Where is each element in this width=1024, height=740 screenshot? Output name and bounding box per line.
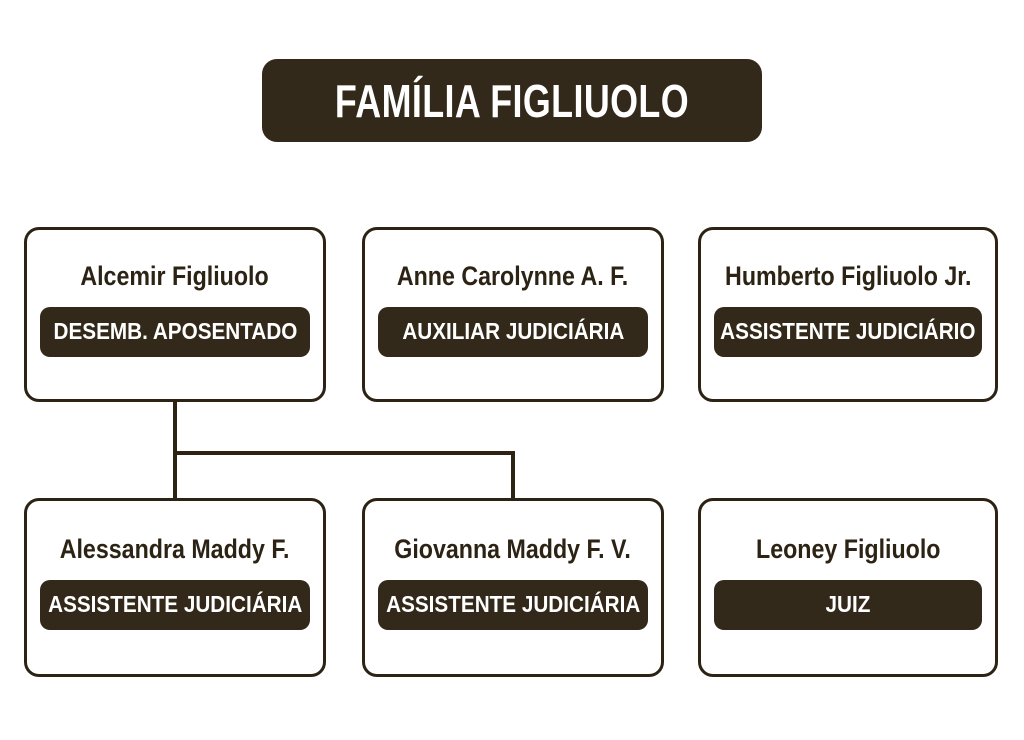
- member-name: Giovanna Maddy F. V.: [394, 533, 632, 564]
- role-badge-label: ASSISTENTE JUDICIÁRIO: [720, 318, 976, 344]
- role-badge: JUIZ: [714, 579, 982, 630]
- member-card-alessandra: Alessandra Maddy F. ASSISTENTE JUDICIÁRI…: [24, 498, 326, 677]
- role-badge: ASSISTENTE JUDICIÁRIA: [378, 579, 648, 630]
- role-badge: AUXILIAR JUDICIÁRIA: [378, 306, 648, 357]
- role-badge-label: ASSISTENTE JUDICIÁRIA: [385, 591, 641, 617]
- role-badge-label: AUXILIAR JUDICIÁRIA: [402, 318, 624, 344]
- member-name: Humberto Figliuolo Jr.: [724, 260, 972, 291]
- role-badge: DESEMB. APOSENTADO: [40, 306, 310, 357]
- member-card-leoney: Leoney Figliuolo JUIZ: [698, 498, 998, 677]
- member-name: Anne Carolynne A. F.: [397, 260, 629, 291]
- connector-parent-drop-line: [173, 400, 177, 498]
- chart-title-banner: FAMÍLIA FIGLIUOLO: [262, 59, 762, 142]
- role-badge: ASSISTENTE JUDICIÁRIA: [40, 579, 310, 630]
- role-badge-label: JUIZ: [825, 591, 871, 617]
- member-card-alcemir: Alcemir Figliuolo DESEMB. APOSENTADO: [24, 227, 326, 402]
- role-badge-label: DESEMB. APOSENTADO: [53, 318, 297, 344]
- connector-branch-line: [173, 451, 515, 455]
- connector-child-drop-line: [511, 451, 515, 498]
- member-card-giovanna: Giovanna Maddy F. V. ASSISTENTE JUDICIÁR…: [362, 498, 664, 677]
- member-card-anne: Anne Carolynne A. F. AUXILIAR JUDICIÁRIA: [362, 227, 664, 402]
- chart-title: FAMÍLIA FIGLIUOLO: [334, 74, 690, 127]
- role-badge-label: ASSISTENTE JUDICIÁRIA: [47, 591, 303, 617]
- member-card-humberto: Humberto Figliuolo Jr. ASSISTENTE JUDICI…: [698, 227, 998, 402]
- role-badge: ASSISTENTE JUDICIÁRIO: [714, 306, 982, 357]
- member-name: Alcemir Figliuolo: [80, 260, 270, 291]
- member-name: Leoney Figliuolo: [755, 533, 941, 564]
- member-name: Alessandra Maddy F.: [60, 533, 290, 564]
